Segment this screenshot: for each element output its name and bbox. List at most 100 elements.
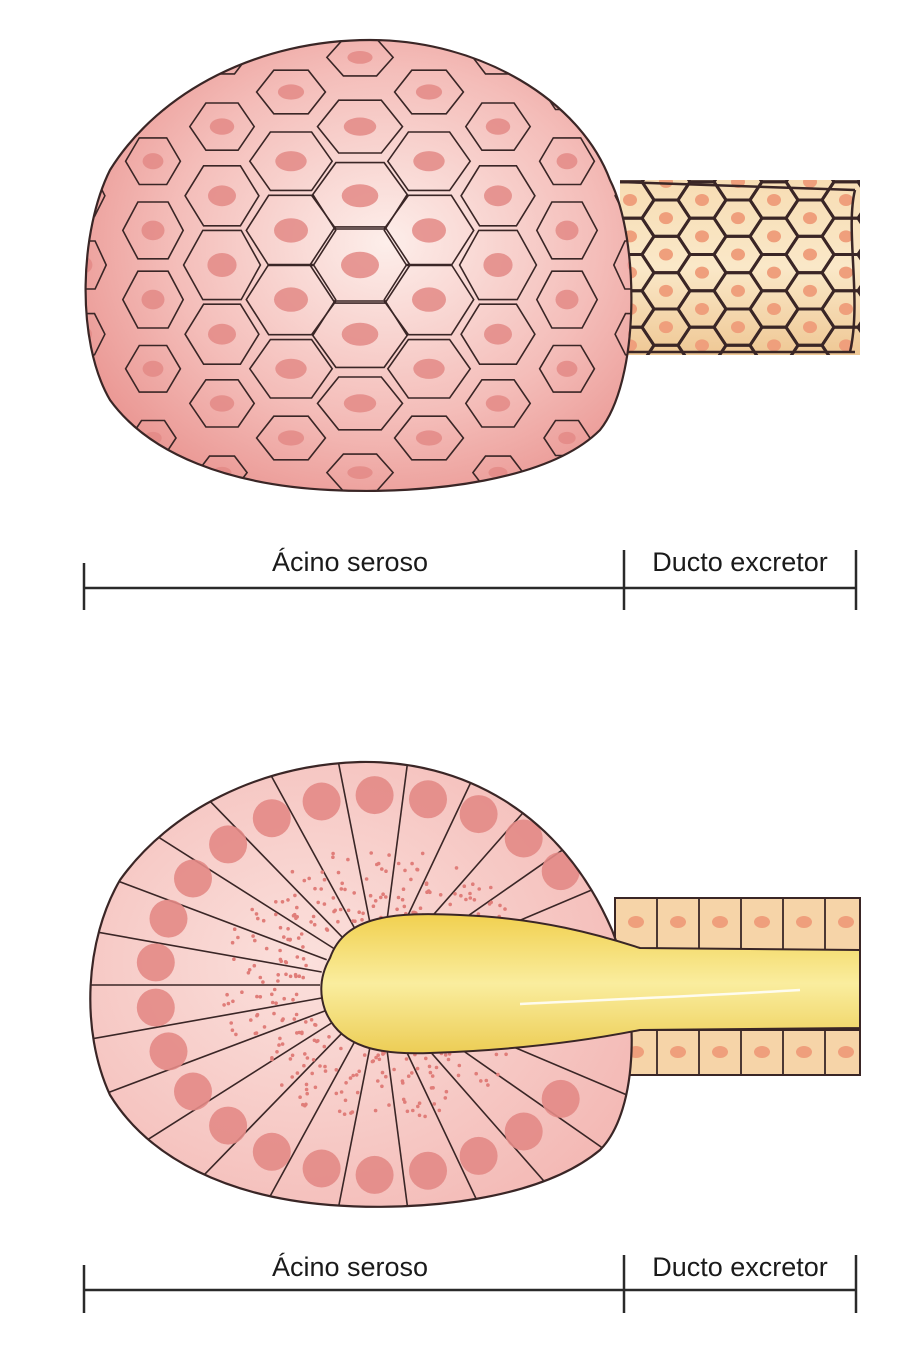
nucleus <box>136 943 175 982</box>
secretory-granule <box>498 903 502 908</box>
secretory-granule <box>380 1070 385 1075</box>
secretory-granule <box>246 971 251 975</box>
secretory-granule <box>323 1064 327 1069</box>
acinar-cell <box>85 240 108 290</box>
secretory-granule <box>304 963 308 968</box>
top-acinus-label: Ácino seroso <box>272 547 428 577</box>
secretory-granule <box>283 960 288 964</box>
duct-nucleus <box>670 1046 686 1058</box>
cell-wall <box>330 761 373 931</box>
secretory-granule <box>360 918 364 922</box>
acinar-cell <box>264 7 318 38</box>
duct-cell <box>894 291 915 327</box>
duct-cell <box>894 146 915 182</box>
secretory-granule <box>301 957 306 961</box>
nucleus <box>409 1151 447 1190</box>
nucleus <box>302 1149 341 1188</box>
secretory-granule <box>342 1112 347 1116</box>
secretory-granule <box>282 935 286 939</box>
secretory-granule <box>258 975 263 980</box>
nucleus <box>485 395 511 412</box>
nucleus <box>274 218 308 243</box>
nucleus <box>85 256 93 274</box>
secretory-granule <box>474 1071 479 1076</box>
secretory-granule <box>276 973 281 977</box>
nucleus <box>149 899 188 938</box>
nucleus <box>174 1072 212 1111</box>
duct-nucleus <box>731 284 745 297</box>
duct-cell <box>894 327 915 363</box>
secretory-granule <box>420 851 425 856</box>
cell-wall <box>252 1035 359 1207</box>
secretory-granule <box>319 887 324 891</box>
acinar-cell <box>121 201 185 260</box>
duct-nucleus <box>875 357 889 369</box>
secretory-granule <box>494 1052 499 1057</box>
acinar-cell <box>245 263 337 336</box>
nucleus <box>141 289 165 310</box>
secretory-granule <box>302 878 307 883</box>
secretory-granule <box>415 1066 420 1071</box>
secretory-granule <box>369 851 374 855</box>
nucleus <box>343 117 377 136</box>
secretory-granule <box>295 955 300 959</box>
secretory-granule <box>396 895 401 900</box>
secretory-granule <box>288 938 292 942</box>
secretory-granule <box>274 900 278 904</box>
secretory-granule <box>310 1071 315 1076</box>
nucleus <box>209 825 248 864</box>
secretory-granule <box>376 1079 380 1083</box>
secretory-granule <box>270 992 274 997</box>
acinar-cell <box>85 107 106 146</box>
nucleus <box>274 287 308 312</box>
duct-nucleus <box>803 321 817 334</box>
acinar-cell <box>316 99 404 154</box>
secretory-granule <box>373 1108 378 1113</box>
secretory-granule <box>331 851 335 856</box>
secretory-granule <box>327 1035 331 1039</box>
acinar-cell <box>402 7 456 38</box>
nucleus <box>484 323 512 345</box>
secretory-granule <box>464 897 468 902</box>
secretory-granule <box>430 1074 435 1078</box>
nucleus <box>488 51 508 64</box>
acinar-cell <box>393 69 465 115</box>
secretory-granule <box>293 893 297 898</box>
secretory-granule <box>278 1036 282 1041</box>
secretory-granule <box>240 990 244 994</box>
secretory-granule <box>280 900 285 904</box>
duct-nucleus <box>803 248 817 261</box>
nucleus <box>144 85 162 99</box>
secretory-granule <box>232 927 237 931</box>
duct-nucleus <box>695 230 709 243</box>
secretory-granule <box>254 912 259 916</box>
nucleus <box>341 251 379 279</box>
cell-wall <box>90 1009 327 1105</box>
secretory-granule <box>293 972 298 977</box>
cell-wall <box>182 1029 346 1198</box>
secretory-granule <box>298 1095 302 1099</box>
secretory-granule <box>272 1011 276 1016</box>
secretory-granule <box>468 891 472 896</box>
nucleus <box>504 819 543 858</box>
duct-nucleus <box>839 194 853 206</box>
secretory-granule <box>403 868 407 873</box>
secretory-granule <box>411 1108 415 1113</box>
acinar-cell <box>184 165 260 227</box>
duct-cell <box>856 285 860 297</box>
cell-wall <box>122 1020 336 1156</box>
nucleus <box>541 852 580 891</box>
secretory-granule <box>404 1057 409 1061</box>
secretory-granule <box>453 892 457 896</box>
nucleus <box>483 253 513 277</box>
acinar-cell <box>182 229 262 301</box>
secretory-granule <box>333 908 338 913</box>
duct-nucleus <box>839 158 853 170</box>
secretory-granule <box>381 892 385 896</box>
duct-nucleus <box>767 302 781 315</box>
secretory-granule <box>305 1056 310 1060</box>
secretory-granule <box>484 1078 489 1083</box>
secretory-granule <box>312 1038 317 1043</box>
nucleus <box>556 360 578 377</box>
secretory-granule <box>496 1072 500 1077</box>
